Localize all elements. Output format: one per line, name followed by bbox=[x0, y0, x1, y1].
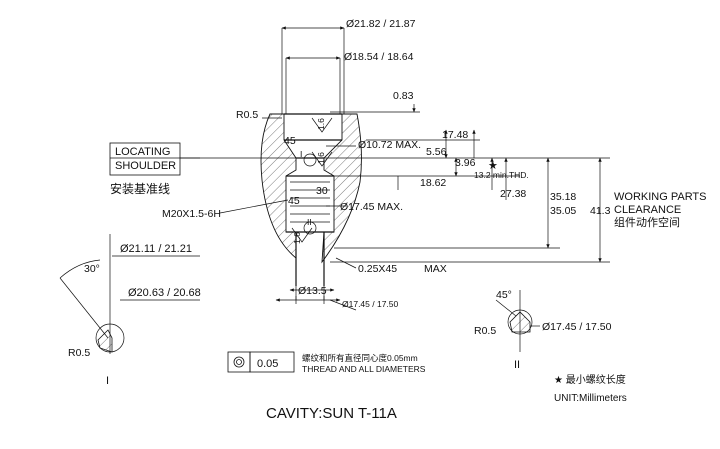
concentricity-cn: 螺纹和所有直径同心度0.05mm bbox=[302, 353, 418, 363]
surface-1-6-a: 1.6 bbox=[316, 118, 326, 130]
detail-1-angle: 30° bbox=[84, 263, 100, 275]
detail-1-d2: Ø20.63 / 20.68 bbox=[128, 287, 201, 299]
detail-2-hatch bbox=[509, 311, 531, 333]
concentricity-frame: 0.05 螺纹和所有直径同心度0.05mm THREAD AND ALL DIA… bbox=[227, 351, 426, 374]
dim-0-83: 0.83 bbox=[393, 90, 414, 102]
roman-2-mid: II bbox=[307, 217, 312, 227]
shoulder-label: SHOULDER bbox=[115, 160, 176, 172]
detail-1: 30° Ø21.11 / 21.21 Ø20.63 / 20.68 R0.5 I bbox=[59, 234, 201, 387]
locating-label: LOCATING bbox=[115, 146, 170, 158]
detail-2-angle: 45° bbox=[496, 289, 512, 301]
dim-27-38: 27.38 bbox=[500, 188, 526, 200]
dim-17-48: 17.48 bbox=[442, 129, 468, 141]
drawing-title: CAVITY:SUN T-11A bbox=[266, 405, 397, 422]
clearance-label: CLEARANCE bbox=[614, 204, 681, 216]
working-parts-cn: 组件动作空间 bbox=[614, 215, 680, 229]
angle-45-mid: 45 bbox=[288, 195, 300, 207]
angle-30: 30 bbox=[316, 185, 328, 197]
star-note: ★ 最小螺纹长度 bbox=[554, 373, 626, 386]
dim-r-top: R0.5 bbox=[236, 109, 258, 121]
locating-cn-label: 安装基准线 bbox=[110, 181, 170, 196]
cavity-section bbox=[260, 113, 362, 264]
thread-min: 13.2 min.THD. bbox=[474, 170, 529, 180]
dim-35-18: 35.18 bbox=[550, 191, 576, 203]
dim-18-54: Ø18.54 / 18.64 bbox=[344, 51, 414, 63]
dim-18-62: 18.62 bbox=[420, 177, 446, 189]
detail-2-diameter: Ø17.45 / 17.50 bbox=[542, 321, 612, 333]
concentricity-icon bbox=[233, 356, 245, 368]
dim-chamfer-max: MAX bbox=[424, 263, 447, 275]
cavity-outline bbox=[281, 28, 345, 300]
angle-45-top: 45 bbox=[284, 135, 296, 147]
unit-note: UNIT:Millimeters bbox=[554, 393, 627, 404]
diameter-dim-lines bbox=[275, 26, 356, 304]
dim-3-96: 3.96 bbox=[455, 157, 476, 169]
surface-marks bbox=[291, 117, 333, 243]
thread-spec: M20X1.5-6H bbox=[162, 208, 221, 220]
dim-5-56: 5.56 bbox=[426, 146, 447, 158]
locating-shoulder: LOCATING SHOULDER 安装基准线 bbox=[109, 142, 181, 196]
dim-chamfer: 0.25X45 bbox=[358, 263, 397, 275]
dim-17-45-max: Ø17.45 MAX. bbox=[340, 201, 403, 213]
vertical-dim-lines bbox=[397, 104, 602, 263]
locating-shoulder-box bbox=[109, 142, 181, 176]
dim-41-3: 41.3 bbox=[590, 205, 611, 217]
working-parts-label: WORKING PARTS bbox=[614, 191, 707, 203]
section-right-hatch bbox=[321, 113, 362, 264]
leader-lines bbox=[180, 117, 357, 311]
surface-1-6-b: 1.6 bbox=[316, 152, 326, 164]
roman-1-mid: I bbox=[300, 149, 302, 159]
dim-13-5: Ø13.5 bbox=[298, 285, 327, 297]
dim-10-72: Ø10.72 MAX. bbox=[358, 139, 421, 151]
working-parts: WORKING PARTS CLEARANCE 组件动作空间 bbox=[614, 191, 707, 229]
dim-17-45-bottom: Ø17.45 / 17.50 bbox=[342, 299, 399, 309]
dim-35-05: 35.05 bbox=[550, 205, 576, 217]
detail-2-label: II bbox=[514, 359, 520, 371]
surface-1-6-c: 1.6 bbox=[292, 232, 302, 244]
detail-2: 45° R0.5 Ø17.45 / 17.50 II bbox=[474, 289, 612, 371]
concentricity-value: 0.05 bbox=[257, 358, 278, 370]
star-mark: ★ bbox=[488, 160, 498, 172]
detail-1-hatch bbox=[97, 329, 113, 353]
concentricity-en: THREAD AND ALL DIAMETERS bbox=[302, 364, 426, 374]
detail-1-radius: R0.5 bbox=[68, 347, 90, 359]
detail-2-radius: R0.5 bbox=[474, 325, 496, 337]
detail-1-d1: Ø21.11 / 21.21 bbox=[120, 243, 192, 255]
dim-21-82: Ø21.82 / 21.87 bbox=[346, 18, 416, 30]
detail-1-label: I bbox=[106, 375, 109, 387]
